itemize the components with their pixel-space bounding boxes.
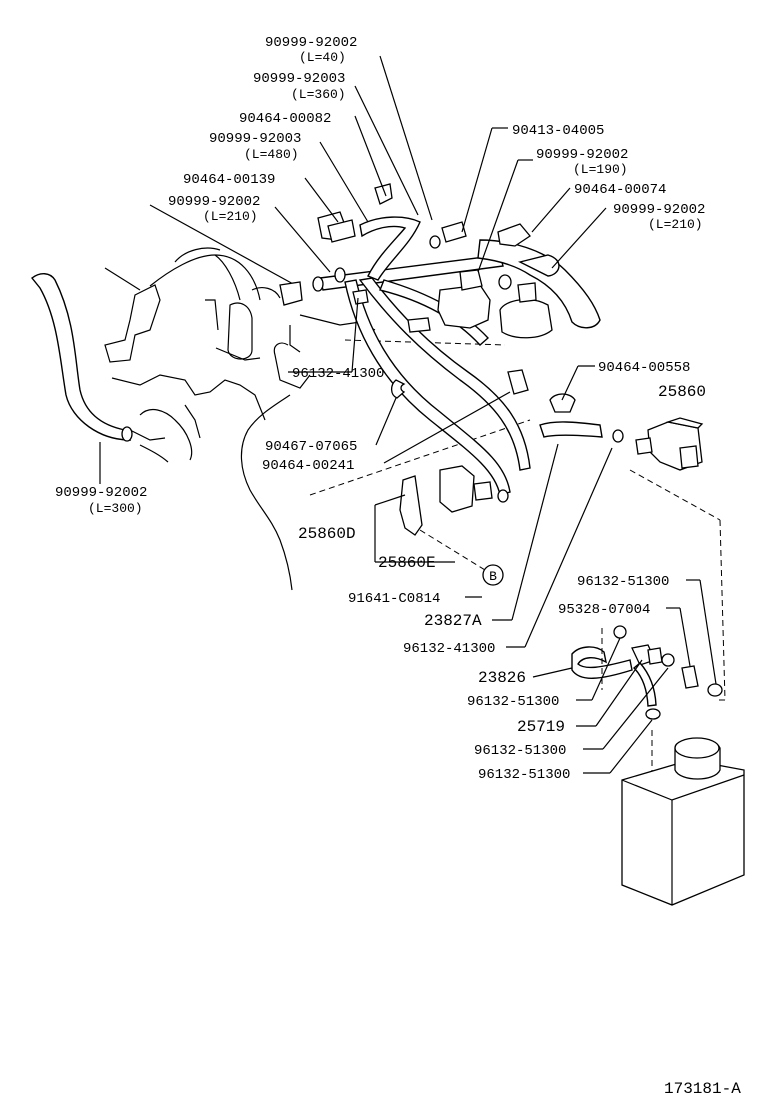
label-90999-92002-c: 90999-92002 bbox=[168, 194, 260, 210]
lower-assembly bbox=[571, 469, 745, 906]
engine-outline bbox=[104, 204, 531, 591]
vacuum-units bbox=[407, 269, 553, 339]
label-23826: 23826 bbox=[478, 669, 526, 687]
label-90464-00082: 90464-00082 bbox=[239, 111, 331, 127]
label-90999-92002-e: 90999-92002 bbox=[55, 485, 147, 501]
label-l480: (L=480) bbox=[244, 147, 299, 162]
label-90999-92002-b: 90999-92002 bbox=[536, 147, 628, 163]
label-96132-51300-c: 96132-51300 bbox=[474, 743, 566, 759]
label-25719: 25719 bbox=[517, 718, 565, 736]
label-l360: (L=360) bbox=[291, 87, 346, 102]
figure-id: 173181-A bbox=[664, 1080, 741, 1098]
vsv-25860 bbox=[539, 417, 704, 471]
label-l210-left: (L=210) bbox=[203, 209, 258, 224]
label-96132-51300-b: 96132-51300 bbox=[467, 694, 559, 710]
label-23827A: 23827A bbox=[424, 612, 482, 630]
part-labels: 90999-92002 (L=40) 90999-92003 (L=360) 9… bbox=[55, 35, 741, 1098]
label-90464-00558: 90464-00558 bbox=[598, 360, 690, 376]
label-90999-92003-a: 90999-92003 bbox=[253, 71, 345, 87]
label-25860: 25860 bbox=[658, 383, 706, 401]
label-l300: (L=300) bbox=[88, 501, 143, 516]
label-96132-41300-a: 96132-41300 bbox=[292, 366, 384, 382]
label-95328-07004: 95328-07004 bbox=[558, 602, 650, 618]
label-96132-51300-a: 96132-51300 bbox=[577, 574, 669, 590]
label-90467-07065: 90467-07065 bbox=[265, 439, 357, 455]
circle-b-marker bbox=[482, 564, 504, 586]
label-91641-c0814: 91641-C0814 bbox=[348, 591, 440, 607]
label-90999-92002-a: 90999-92002 bbox=[265, 35, 357, 51]
vsv-bracket bbox=[374, 465, 493, 571]
hose-bundle bbox=[312, 216, 601, 503]
label-90464-00074: 90464-00074 bbox=[574, 182, 666, 198]
label-l210-right: (L=210) bbox=[648, 217, 703, 232]
leader-lines bbox=[99, 55, 717, 774]
label-l190: (L=190) bbox=[573, 162, 628, 177]
label-96132-51300-d: 96132-51300 bbox=[478, 767, 570, 783]
hose-left-l300 bbox=[31, 273, 133, 442]
clips bbox=[279, 183, 576, 413]
label-90464-00241: 90464-00241 bbox=[262, 458, 354, 474]
label-25860D: 25860D bbox=[298, 525, 356, 543]
label-96132-41300-b: 96132-41300 bbox=[403, 641, 495, 657]
label-90999-92003-b: 90999-92003 bbox=[209, 131, 301, 147]
label-l40: (L=40) bbox=[299, 50, 346, 65]
label-90999-92002-d: 90999-92002 bbox=[613, 202, 705, 218]
label-90464-00139: 90464-00139 bbox=[183, 172, 275, 188]
circle-b-letter: B bbox=[489, 569, 497, 584]
label-90413-04005: 90413-04005 bbox=[512, 123, 604, 139]
label-25860E: 25860E bbox=[378, 554, 436, 572]
